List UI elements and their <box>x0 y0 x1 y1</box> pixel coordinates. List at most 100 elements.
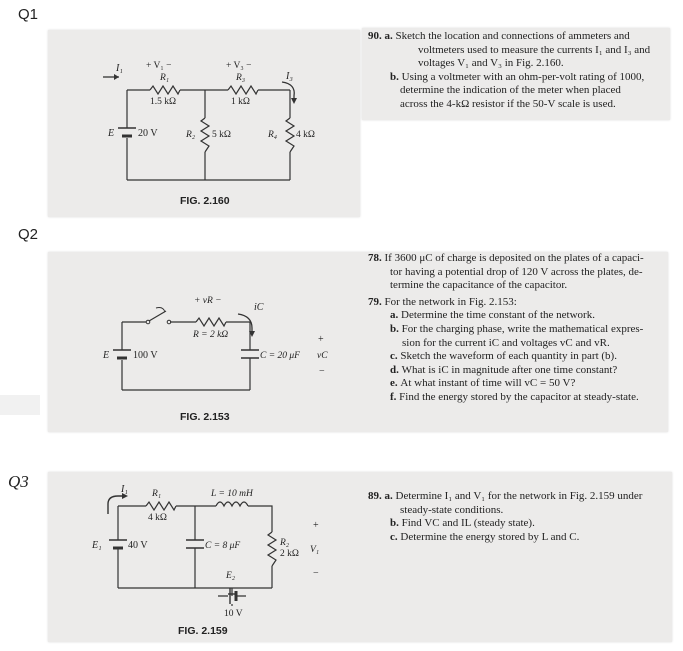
current-i1-arrow <box>107 495 126 514</box>
problem-part: c. Determine the energy stored by L and … <box>368 531 670 545</box>
problem-part: f. Find the energy stored by the capacit… <box>390 391 668 405</box>
current-ic-arrow <box>237 313 253 334</box>
problem-part: d. What is iC in magnitude after one tim… <box>390 364 668 378</box>
label-r3: R₃ <box>235 73 245 83</box>
figure-caption-2-159: FIG. 2.159 <box>178 625 228 637</box>
current-i3-arrow <box>281 81 295 102</box>
problem-part: b. Find VC and IL (steady state). <box>368 517 670 531</box>
resistor-r <box>195 316 227 328</box>
problem-part: b. For the charging phase, write the mat… <box>390 323 668 350</box>
label-r2-value: 2 kΩ <box>280 549 299 559</box>
label-r: R = 2 kΩ <box>192 330 228 340</box>
part-a-label: a. <box>384 30 393 42</box>
problem-78-line-3: termine the capacitance of the capacitor… <box>390 279 568 292</box>
problem-90-panel <box>362 28 670 120</box>
problem-number-89: 89. <box>368 490 382 502</box>
problem-number-78: 78. <box>368 252 382 264</box>
label-e: E <box>102 350 109 361</box>
label-e2-value: 10 V <box>224 609 243 619</box>
wire-top-right <box>248 505 273 588</box>
part-b-label: b. <box>390 70 399 83</box>
part-label: f. <box>390 390 400 403</box>
resistor-r1 <box>149 84 181 96</box>
part-label: c. <box>390 530 401 543</box>
label-r2: R₂ <box>279 538 290 548</box>
label-r4: R₄ <box>267 130 277 140</box>
part-text-line: Find VC and IL (steady state). <box>401 517 535 530</box>
part-text-line: steady-state conditions. <box>400 503 504 516</box>
problem-78-79: 78. If 3600 μC of charge is deposited on… <box>368 252 668 405</box>
label-ic: iC <box>254 302 264 313</box>
label-r2: R₂ <box>185 130 196 140</box>
label-e-value: 100 V <box>133 350 158 361</box>
label-vc-minus: − <box>319 366 325 377</box>
label-e-value: 20 V <box>138 128 158 139</box>
label-vc: vC <box>317 351 328 361</box>
part-b-line-1: Using a voltmeter with an ohm-per-volt r… <box>401 70 645 83</box>
figure-caption-2-160: FIG. 2.160 <box>180 195 230 207</box>
label-r3-value: 1 kΩ <box>231 97 250 107</box>
part-text-line: Determine I₁ and V₁ for the network in F… <box>395 490 643 502</box>
label-v1: V₁ <box>310 545 319 555</box>
part-text-line: For the charging phase, write the mathem… <box>401 322 644 335</box>
label-v1-polarity: + V₁ − <box>146 61 171 71</box>
inductor-l <box>215 501 249 508</box>
problem-number-79: 79. <box>368 295 382 308</box>
question-label-q3: Q3 <box>8 472 29 491</box>
question-label-q1: Q1 <box>18 6 39 23</box>
label-l: L = 10 mH <box>210 489 254 499</box>
label-e2: E₂ <box>225 571 236 581</box>
part-text-line: Determine the energy stored by L and C. <box>400 530 580 543</box>
problem-79-parts: a. Determine the time constant of the ne… <box>368 309 668 404</box>
part-label: d. <box>390 363 402 376</box>
figure-caption-2-153: FIG. 2.153 <box>180 411 230 423</box>
problem-part: c. Sketch the waveform of each quantity … <box>390 350 668 364</box>
switch-closing-arrow <box>155 307 166 313</box>
label-r1-value: 4 kΩ <box>148 513 167 523</box>
label-c: C = 8 μF <box>205 541 240 551</box>
label-r2-value: 5 kΩ <box>212 130 231 140</box>
part-text-line: What is iC in magnitude after one time c… <box>401 363 618 376</box>
part-label: c. <box>390 350 401 363</box>
part-label: a. <box>390 309 401 322</box>
resistor-r2 <box>266 531 278 567</box>
switch-contact-left <box>145 319 151 325</box>
label-v3-polarity: + V₃ − <box>226 61 251 71</box>
part-label: b. <box>390 517 402 530</box>
problem-78-79-panel <box>48 252 668 432</box>
label-i1: I₁ <box>120 484 128 495</box>
question-label-q2: Q2 <box>18 226 39 243</box>
part-a-line-1: Sketch the location and connections of a… <box>395 30 630 42</box>
switch-contact-right <box>166 319 172 325</box>
label-e1-value: 40 V <box>128 540 148 551</box>
label-c: C = 20 μF <box>260 351 300 361</box>
problem-89-parts: a. Determine I₁ and V₁ for the network i… <box>368 490 643 516</box>
problem-part: a. Determine I₁ and V₁ for the network i… <box>368 490 643 516</box>
resistor-r1 <box>145 500 177 512</box>
problem-number-90: 90. <box>368 30 382 42</box>
label-r4-value: 4 kΩ <box>296 130 315 140</box>
problem-89-panel <box>48 472 672 642</box>
label-e: E <box>107 128 114 139</box>
part-text-line: At what instant of time will vC = 50 V? <box>400 377 576 390</box>
resistor-r2 <box>199 117 211 153</box>
part-label: b. <box>390 322 402 335</box>
label-vc-plus: + <box>318 334 324 345</box>
label-r1: R₁ <box>159 73 169 83</box>
problem-78-line-2: tor having a potential drop of 120 V acr… <box>390 265 643 278</box>
wire-top-right <box>226 321 251 390</box>
resistor-r4 <box>284 117 296 153</box>
label-r1-value: 1.5 kΩ <box>150 97 176 107</box>
label-i1: I₁ <box>115 63 123 74</box>
scan-smudge <box>0 395 40 415</box>
part-b-line-2: determine the indication of the meter wh… <box>400 84 621 97</box>
switch-blade <box>148 310 167 322</box>
problem-part: a. Determine the time constant of the ne… <box>390 309 668 323</box>
problem-78-line-1: If 3600 μC of charge is deposited on the… <box>384 252 644 264</box>
label-e1: E₁ <box>91 540 102 551</box>
label-v1-minus: − <box>313 568 319 579</box>
label-v1-plus: + <box>313 520 319 531</box>
